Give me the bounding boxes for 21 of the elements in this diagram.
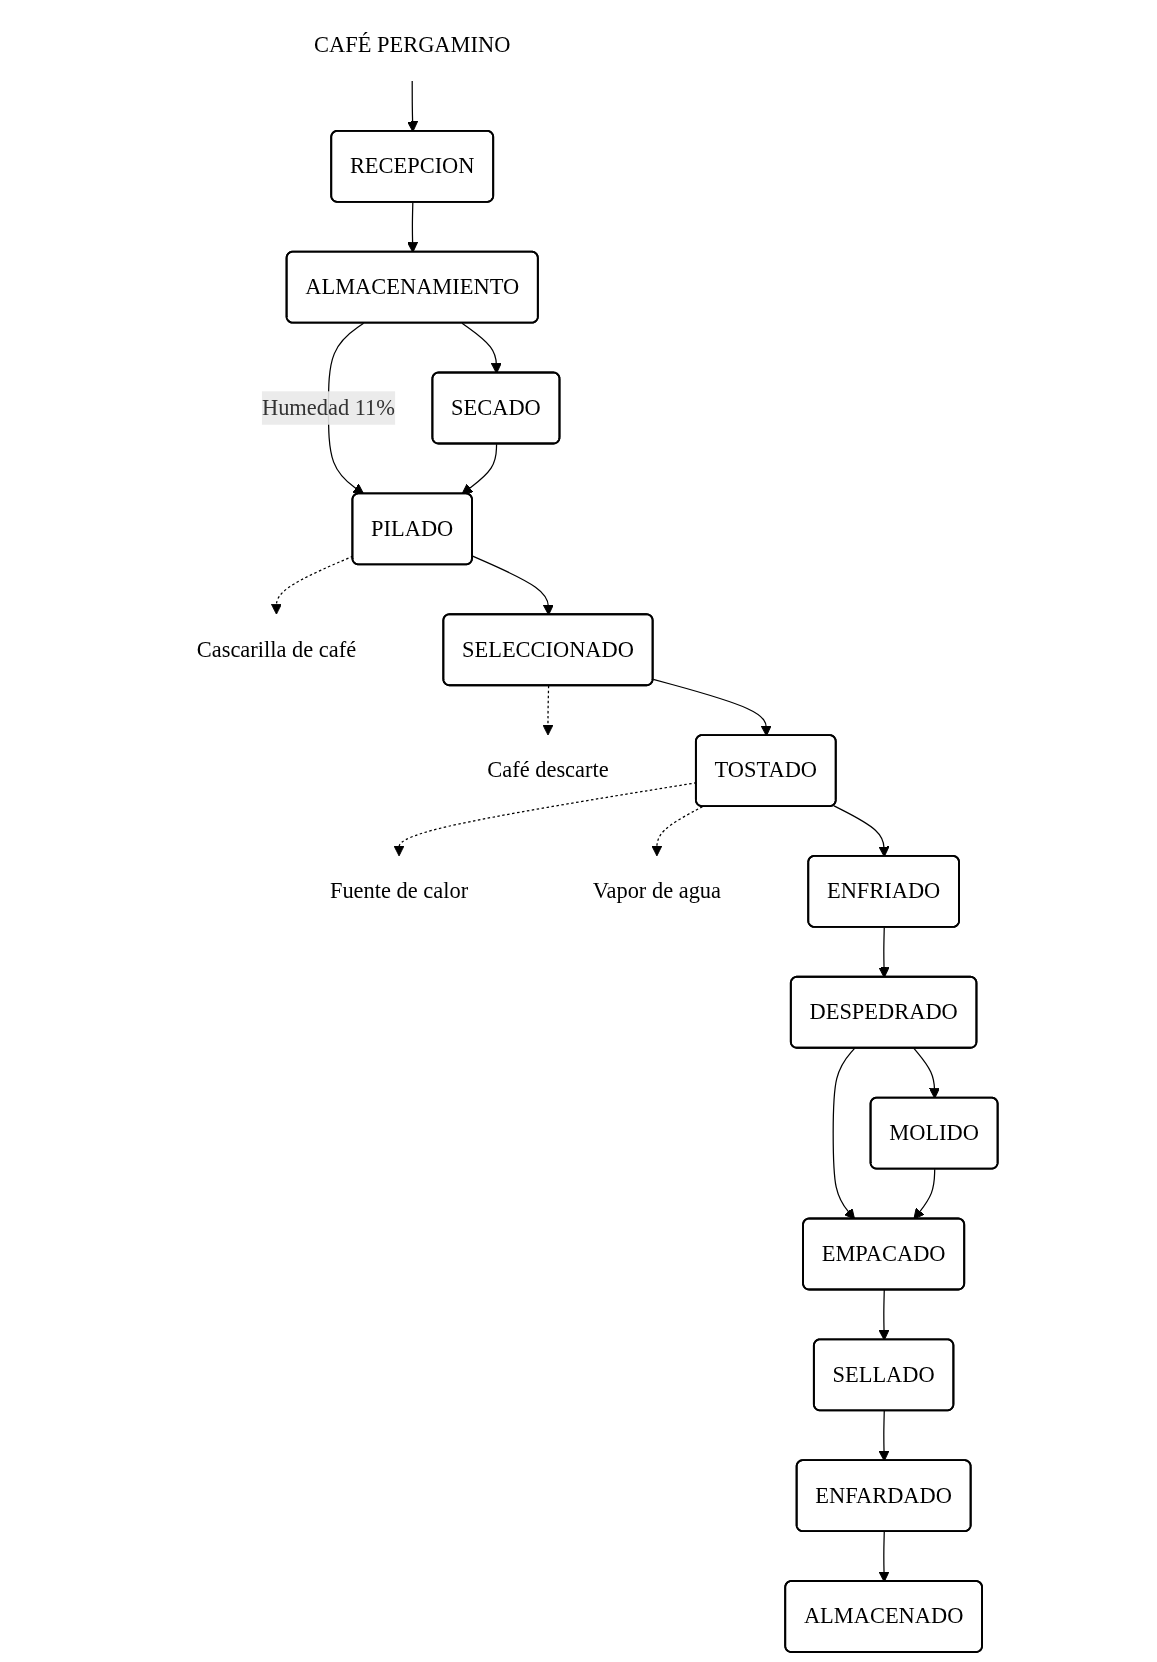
arrow bbox=[652, 678, 772, 737]
arrow bbox=[407, 201, 419, 253]
arrow bbox=[407, 80, 419, 132]
node-text: CAFÉ PERGAMINO bbox=[314, 32, 511, 58]
node-text: Vapor de agua bbox=[592, 878, 722, 904]
node-text: Fuente de calor bbox=[329, 878, 469, 904]
arrow bbox=[461, 443, 498, 495]
arrow bbox=[461, 322, 502, 374]
arrow bbox=[878, 1289, 890, 1341]
edge-label: Humedad 11% bbox=[261, 394, 396, 420]
arrow bbox=[651, 806, 704, 857]
node-text: Cascarilla de café bbox=[196, 636, 357, 662]
arrow bbox=[878, 1531, 890, 1583]
arrow bbox=[913, 1168, 936, 1220]
arrow bbox=[878, 1410, 890, 1462]
node-text: Café descarte bbox=[487, 757, 609, 783]
arrow bbox=[878, 926, 890, 978]
arrow bbox=[542, 685, 554, 736]
arrow bbox=[832, 1047, 856, 1220]
arrow bbox=[913, 1047, 940, 1099]
arrow bbox=[472, 555, 554, 616]
